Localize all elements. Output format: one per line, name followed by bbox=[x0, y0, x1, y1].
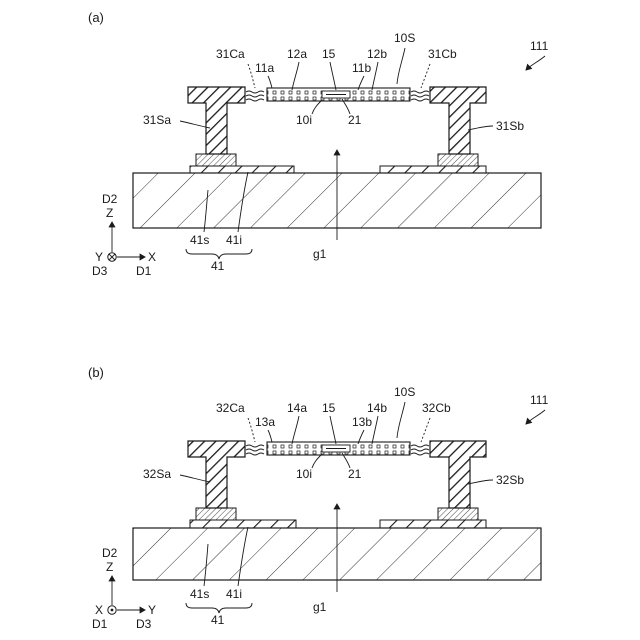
figure-ref-label-b: 111 bbox=[530, 393, 549, 407]
axis-y-label-b: Y bbox=[148, 603, 156, 617]
support-left-b bbox=[188, 441, 245, 508]
pad-left-b bbox=[196, 508, 236, 520]
axis-z-label-b: Z bbox=[106, 560, 113, 574]
leader-15-b bbox=[330, 416, 336, 444]
label-41s-b: 41s bbox=[190, 587, 209, 601]
leader-ca bbox=[248, 64, 255, 88]
pad-left bbox=[196, 154, 236, 166]
label-41i: 41i bbox=[226, 233, 242, 247]
label-left-b-b: 14a bbox=[287, 401, 307, 415]
label-21: 21 bbox=[348, 113, 362, 127]
label-right-a: 11b bbox=[352, 61, 371, 75]
label-cb-b: 32Cb bbox=[422, 401, 451, 415]
strip-left-b bbox=[190, 520, 296, 528]
pad-right-b bbox=[438, 508, 478, 520]
strip-right-b bbox=[380, 520, 486, 528]
connector-left bbox=[246, 91, 264, 101]
support-right-b bbox=[430, 441, 486, 508]
label-right-b: 12b bbox=[367, 47, 387, 61]
label-sa-b: 32Sa bbox=[143, 467, 171, 481]
label-sb-b: 32Sb bbox=[496, 473, 524, 487]
leader-10i bbox=[312, 100, 322, 114]
label-10s: 10S bbox=[394, 31, 415, 45]
leader-left-b bbox=[292, 62, 299, 90]
brace-41-b bbox=[186, 603, 252, 613]
label-sa: 31Sa bbox=[143, 113, 171, 127]
axis-x-label: X bbox=[148, 250, 156, 264]
label-21-b: 21 bbox=[348, 467, 362, 481]
label-right-a-b: 13b bbox=[352, 415, 372, 429]
label-right-b-b: 14b bbox=[367, 401, 387, 415]
figure-ref-arrow bbox=[526, 56, 545, 70]
label-41s: 41s bbox=[190, 233, 209, 247]
axis-z-label: Z bbox=[106, 206, 113, 220]
label-sb: 31Sb bbox=[496, 119, 524, 133]
support-right bbox=[430, 87, 486, 154]
gap-label: g1 bbox=[313, 247, 327, 261]
label-41i-b: 41i bbox=[226, 587, 242, 601]
panel-a-label: (a) bbox=[88, 10, 104, 25]
label-41-b: 41 bbox=[211, 613, 225, 627]
label-ca: 31Ca bbox=[216, 47, 245, 61]
leader-cb-b bbox=[421, 418, 430, 442]
leader-10i-b bbox=[312, 454, 322, 468]
figure-ref-label: 111 bbox=[530, 39, 549, 53]
panel-b-label: (b) bbox=[88, 365, 104, 380]
leader-left-a-b bbox=[268, 430, 272, 442]
label-left-a-b: 13a bbox=[255, 415, 275, 429]
label-10i-b: 10i bbox=[296, 467, 312, 481]
leader-right-b bbox=[372, 62, 378, 90]
connector-right-b bbox=[411, 445, 429, 455]
connector-left-b bbox=[246, 445, 264, 455]
label-left-a: 11a bbox=[255, 61, 274, 75]
leader-left-b-b bbox=[292, 416, 299, 444]
axis-d3-label-b: D3 bbox=[136, 617, 152, 631]
axis-dot bbox=[111, 609, 114, 612]
label-cb: 31Cb bbox=[428, 47, 457, 61]
axis-d2-label-b: D2 bbox=[102, 546, 118, 560]
leader-ca-b bbox=[248, 418, 255, 442]
label-left-b: 12a bbox=[287, 47, 307, 61]
strip-left bbox=[190, 166, 294, 173]
label-15-b: 15 bbox=[322, 401, 336, 415]
leader-sb-b bbox=[468, 480, 493, 484]
label-10s-b: 10S bbox=[394, 385, 415, 399]
leader-15 bbox=[330, 62, 336, 90]
leader-right-b-b bbox=[372, 416, 378, 444]
pad-right bbox=[438, 154, 478, 166]
support-left bbox=[188, 87, 245, 154]
label-15: 15 bbox=[322, 47, 336, 61]
strip-right bbox=[380, 166, 486, 173]
axis-d1-label-b: D1 bbox=[92, 617, 108, 631]
label-10i: 10i bbox=[296, 113, 312, 127]
connector-right bbox=[411, 91, 429, 101]
leader-sb bbox=[468, 126, 493, 130]
gap-label-b: g1 bbox=[313, 600, 327, 614]
panel-a: (a) 111 g1 10 bbox=[88, 10, 549, 278]
leader-left-a bbox=[268, 76, 272, 88]
leader-10s-b bbox=[397, 402, 405, 438]
panel-b: (b) 111 g1 10S 32Ca 32Cb 13a bbox=[88, 365, 549, 631]
leader-cb bbox=[421, 64, 430, 88]
label-41: 41 bbox=[211, 259, 225, 273]
axis-d2-label: D2 bbox=[102, 192, 118, 206]
brace-41 bbox=[186, 249, 252, 259]
axis-origin-label: Y bbox=[95, 250, 103, 264]
axis-origin-label-b: X bbox=[95, 603, 103, 617]
axis-d1-label: D1 bbox=[136, 264, 152, 278]
label-ca-b: 32Ca bbox=[216, 401, 245, 415]
figure-ref-arrow-b bbox=[526, 410, 545, 424]
leader-10s bbox=[397, 48, 405, 84]
axis-d3-label: D3 bbox=[92, 264, 108, 278]
